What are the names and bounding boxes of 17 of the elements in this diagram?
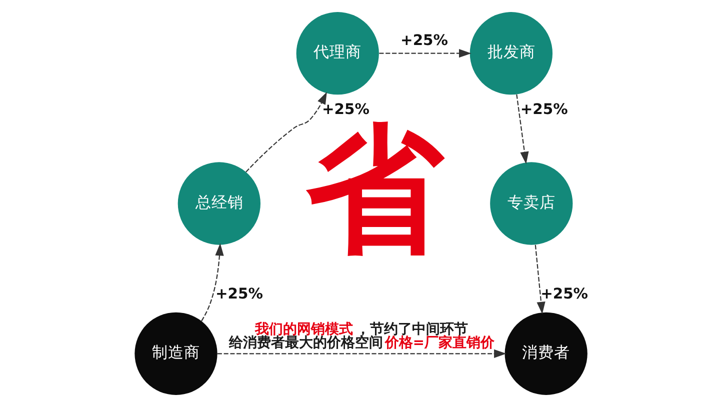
node-circle: 制造商 [134, 312, 218, 395]
edge-label: 我们的网销模式 ，节约了中间环节给消费者最大的价格空间价格=厂家直销价 [228, 321, 494, 352]
edge-label: +25% [215, 285, 263, 302]
node-circle: 消费者 [504, 312, 588, 395]
arrow [217, 349, 506, 358]
node-circle: 专卖店 [490, 162, 573, 245]
node-circle: 批发商 [470, 12, 552, 95]
arrow [379, 49, 472, 58]
node-circle: 代理商 [296, 12, 379, 95]
arrow [201, 243, 224, 322]
edge-label: +25% [540, 285, 588, 302]
arrow [246, 92, 327, 172]
arrow [534, 244, 546, 314]
edge-label: +25% [400, 32, 448, 49]
arrow [516, 94, 529, 164]
node-circle: 总经销 [178, 162, 260, 245]
edge-label: +25% [520, 100, 568, 118]
